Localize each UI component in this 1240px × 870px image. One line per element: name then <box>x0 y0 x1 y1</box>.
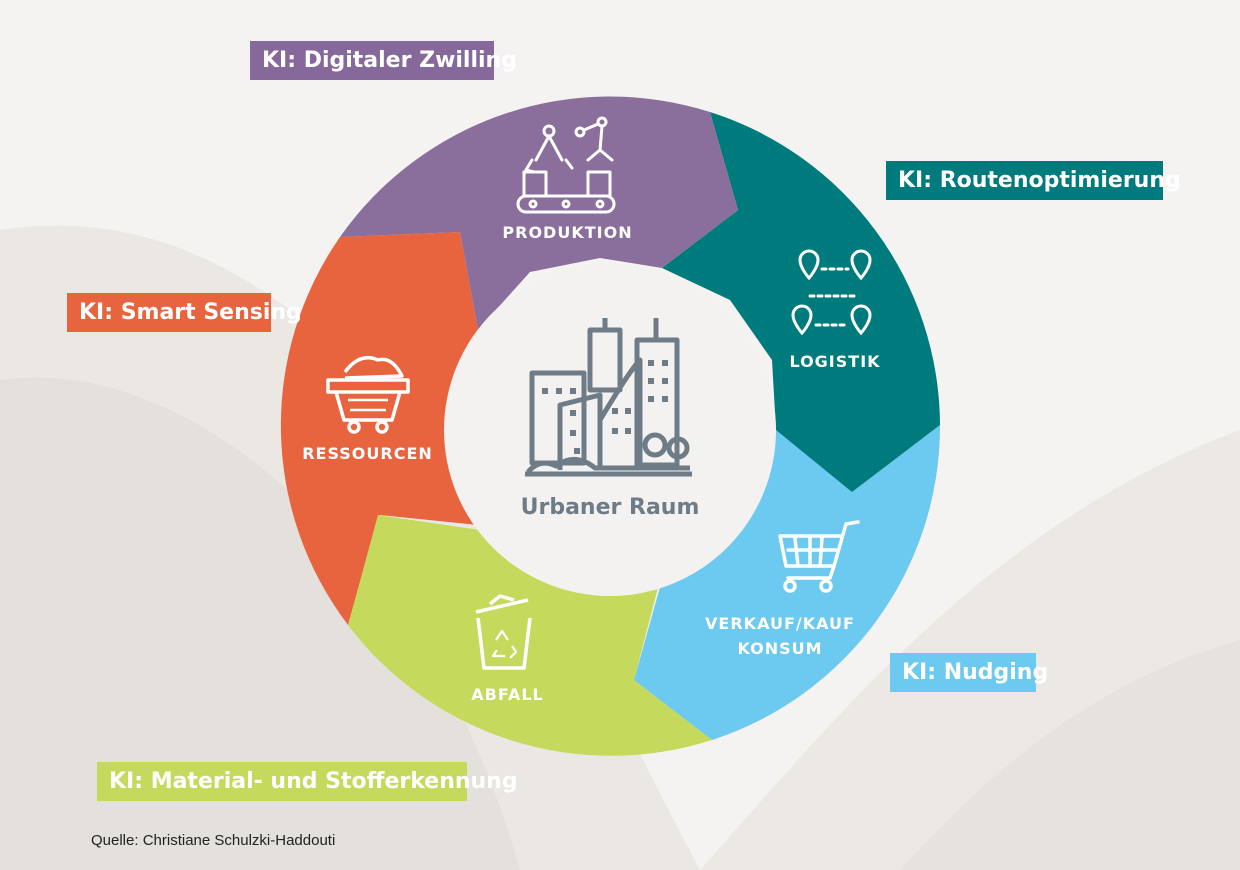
shopping-cart-icon <box>778 520 860 593</box>
center-label: Urbaner Raum <box>520 495 700 520</box>
segment-label-verkauf: VERKAUF/KAUF KONSUM <box>700 611 860 661</box>
segment-ressourcen <box>280 232 478 625</box>
segment-label-ressourcen: RESSOURCEN <box>302 444 433 463</box>
segment-label-logistik: LOGISTIK <box>789 352 881 371</box>
tag-nudging: KI: Nudging <box>890 653 1048 692</box>
segment-label-verkauf-line1: VERKAUF/KAUF <box>705 614 855 633</box>
recycling-bin-icon <box>475 594 532 670</box>
segment-label-verkauf-line2: KONSUM <box>737 639 823 658</box>
segment-label-abfall: ABFALL <box>471 685 544 704</box>
segment-logistik <box>662 112 940 492</box>
city-windows <box>542 360 668 454</box>
production-robot-arms-icon <box>516 116 616 214</box>
route-pins-icon <box>791 249 872 336</box>
tag-smart-sensing: KI: Smart Sensing <box>67 293 302 332</box>
center-circle <box>444 264 776 596</box>
tag-material-stofferkennung: KI: Material- und Stofferkennung <box>97 762 518 801</box>
tag-routenoptimierung: KI: Routenoptimierung <box>886 161 1181 200</box>
city-buildings-icon <box>525 318 692 477</box>
segment-label-produktion: PRODUKTION <box>502 223 633 242</box>
tag-digitaler-zwilling: KI: Digitaler Zwilling <box>250 41 517 80</box>
segment-abfall <box>348 515 712 756</box>
mine-cart-icon <box>326 356 410 434</box>
source-credit: Quelle: Christiane Schulzki-Haddouti <box>91 832 336 849</box>
